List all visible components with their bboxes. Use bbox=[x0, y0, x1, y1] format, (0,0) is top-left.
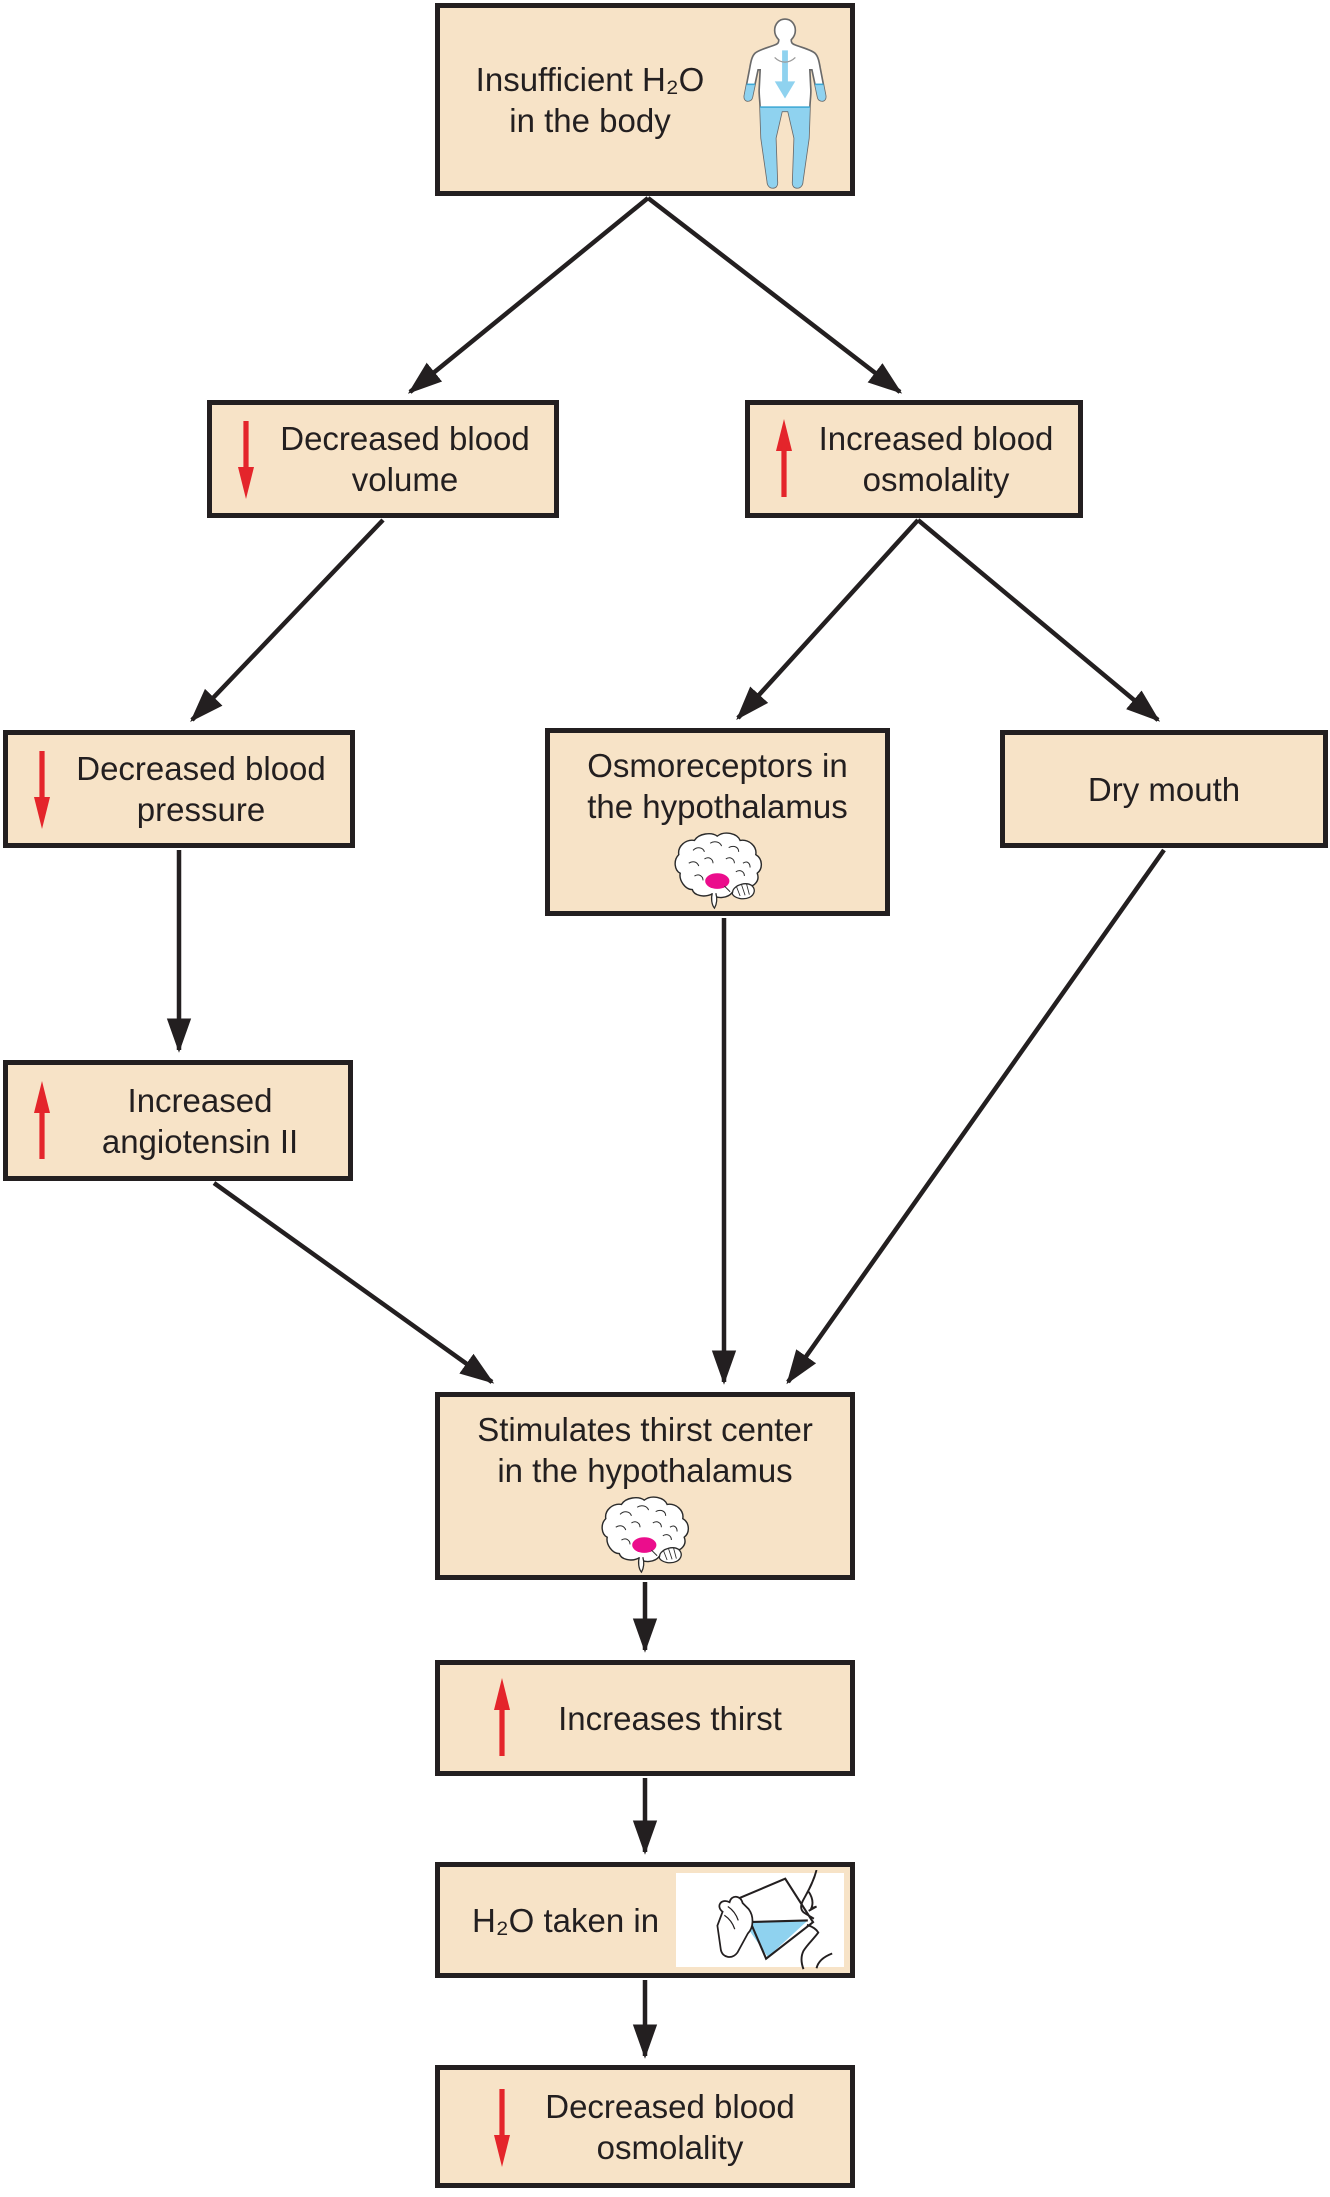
red-down-arrow-icon bbox=[238, 421, 254, 499]
brain-hypothalamus-icon bbox=[674, 832, 762, 910]
node-label: Osmoreceptors in the hypothalamus bbox=[587, 747, 848, 825]
node-stimulates-thirst-center: Stimulates thirst center in the hypothal… bbox=[435, 1392, 855, 1580]
water-level-down-arrow-icon bbox=[770, 47, 800, 104]
edge-angiotensin-to-thirstcenter bbox=[212, 1181, 495, 1384]
node-decreased-blood-pressure: Decreased blood pressure bbox=[3, 730, 355, 848]
brain-hypothalamus-icon bbox=[601, 1496, 690, 1574]
node-increases-thirst: Increases thirst bbox=[435, 1660, 855, 1776]
red-up-arrow-icon bbox=[494, 1678, 510, 1756]
edge-drymouth-to-thirstcenter bbox=[786, 848, 1166, 1385]
node-label: H₂O taken in bbox=[472, 1901, 660, 1939]
node-label: Increased angiotensin II bbox=[101, 1081, 299, 1160]
node-label: Increased blood osmolality bbox=[818, 420, 1054, 498]
drinking-icon bbox=[676, 1870, 844, 1970]
node-label: Stimulates thirst center in the hypothal… bbox=[477, 1411, 813, 1489]
dehydrated-body-icon bbox=[732, 16, 838, 192]
node-increased-blood-osmolality: Increased blood osmolality bbox=[745, 400, 1083, 518]
red-up-arrow-icon bbox=[34, 1080, 50, 1159]
node-decreased-blood-osmolality: Decreased blood osmolality bbox=[435, 2065, 855, 2188]
node-label: Decreased blood pressure bbox=[76, 750, 326, 828]
red-down-arrow-icon bbox=[494, 2088, 510, 2167]
edge-osmolality-to-osmoreceptors bbox=[736, 518, 920, 720]
node-label: Dry mouth bbox=[1087, 770, 1241, 808]
node-osmoreceptors: Osmoreceptors in the hypothalamus bbox=[545, 728, 890, 916]
edge-osmolality-to-drymouth bbox=[916, 518, 1161, 722]
node-label: Decreased blood osmolality bbox=[545, 2087, 795, 2166]
edge-insufficient-to-volume bbox=[407, 196, 650, 394]
node-h2o-taken-in: H₂O taken in bbox=[435, 1862, 855, 1978]
node-increased-angiotensin: Increased angiotensin II bbox=[3, 1060, 353, 1181]
node-label: Insufficient H₂O in the body bbox=[475, 60, 705, 139]
node-dry-mouth: Dry mouth bbox=[1000, 730, 1328, 848]
node-label: Increases thirst bbox=[558, 1699, 782, 1737]
node-label: Decreased blood volume bbox=[280, 420, 530, 498]
red-down-arrow-icon bbox=[34, 751, 50, 829]
node-insufficient-h2o: Insufficient H₂O in the body bbox=[435, 3, 855, 196]
red-up-arrow-icon bbox=[776, 419, 792, 497]
edge-volume-to-pressure bbox=[190, 518, 385, 722]
edge-insufficient-to-osmolality bbox=[646, 196, 903, 394]
node-decreased-blood-volume: Decreased blood volume bbox=[207, 400, 559, 518]
